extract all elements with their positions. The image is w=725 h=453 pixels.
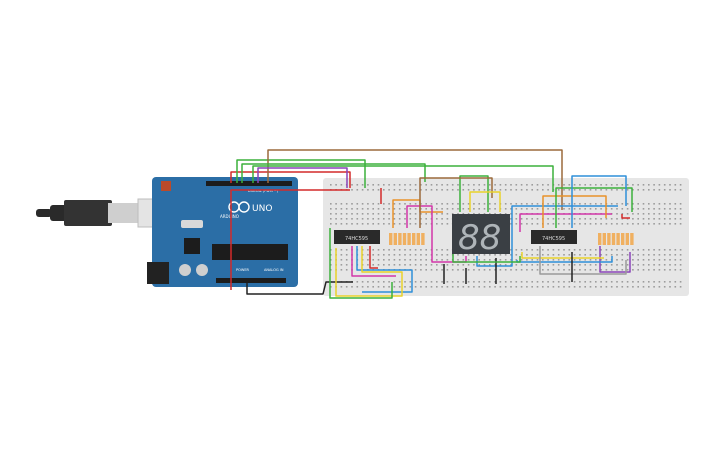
usb-cable bbox=[36, 198, 173, 228]
board-logo-text: UNO bbox=[252, 204, 272, 214]
arduino-board[interactable]: UNO ARDUINO DIGITAL (PWM ~) POWER ANALOG… bbox=[147, 177, 298, 287]
wire-red bbox=[230, 171, 351, 290]
power-label: POWER bbox=[236, 268, 250, 272]
wire-green bbox=[252, 165, 554, 192]
reset-button[interactable] bbox=[161, 181, 171, 191]
resistor bbox=[616, 233, 620, 245]
board-brand-text: ARDUINO bbox=[220, 214, 239, 219]
wire-magenta bbox=[406, 205, 467, 263]
resistor bbox=[389, 233, 393, 245]
resistor bbox=[407, 233, 411, 245]
wires bbox=[230, 149, 633, 299]
wire-green bbox=[459, 175, 489, 212]
wire-purple bbox=[599, 246, 631, 273]
resistor bbox=[398, 233, 402, 245]
resistor bbox=[630, 233, 634, 245]
wire-blue bbox=[571, 175, 627, 228]
shift-register-1[interactable]: 74HC595 bbox=[334, 230, 380, 244]
chip-1-label: 74HC595 bbox=[345, 236, 368, 242]
arduino-logo-icon bbox=[228, 201, 250, 213]
chip-2-label: 74HC595 bbox=[542, 236, 565, 242]
resistor bbox=[611, 233, 616, 245]
wire-red bbox=[621, 214, 630, 219]
seven-segment-display[interactable]: 88 bbox=[452, 214, 510, 258]
resistor-arrays bbox=[389, 233, 634, 245]
resistor bbox=[393, 233, 397, 245]
wire-green bbox=[236, 159, 366, 188]
resistor bbox=[421, 233, 425, 245]
wire-black bbox=[246, 281, 353, 295]
resistor bbox=[625, 233, 629, 245]
digital-header bbox=[206, 181, 292, 186]
resistor bbox=[402, 233, 407, 245]
analog-label: ANALOG IN bbox=[264, 268, 284, 272]
wire-yellow bbox=[469, 191, 501, 212]
wire-magenta bbox=[519, 213, 612, 232]
wire-yellow bbox=[335, 246, 403, 297]
wire-green bbox=[555, 187, 633, 228]
resistor bbox=[598, 233, 602, 245]
wire-orange bbox=[542, 195, 607, 228]
wire-red bbox=[369, 246, 378, 269]
wire-magenta bbox=[351, 246, 396, 277]
resistor bbox=[602, 233, 606, 245]
wire-green bbox=[329, 228, 393, 299]
resistor bbox=[416, 233, 420, 245]
wire-purple bbox=[257, 167, 348, 188]
wire-blue bbox=[516, 256, 613, 263]
analog-header bbox=[216, 278, 286, 283]
resistor bbox=[412, 233, 416, 245]
resistor bbox=[621, 233, 625, 245]
wire-yellow bbox=[521, 252, 604, 259]
resistor bbox=[607, 233, 611, 245]
shift-register-2[interactable]: 74HC595 bbox=[531, 230, 577, 244]
display-digits: 88 bbox=[458, 218, 501, 258]
atmega-chip bbox=[212, 244, 288, 260]
digital-label: DIGITAL (PWM ~) bbox=[248, 189, 279, 193]
wire-gray bbox=[539, 246, 627, 275]
wire-blue bbox=[356, 246, 413, 293]
wire-green bbox=[241, 163, 426, 183]
wire-brown bbox=[419, 177, 493, 228]
wire-black bbox=[443, 264, 467, 284]
